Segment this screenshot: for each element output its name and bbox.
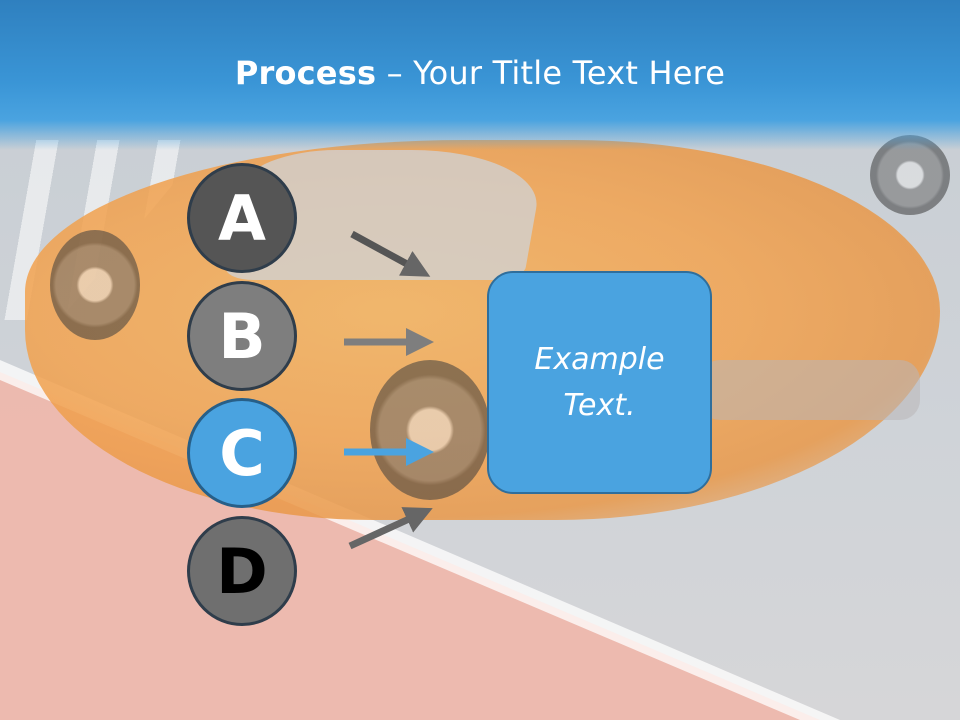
title-banner [0,0,960,150]
taxi-bumper [700,360,920,420]
step-b-letter: B [218,299,266,373]
step-c-letter: C [219,416,265,490]
step-d-circle[interactable]: D [187,516,297,626]
step-a-letter: A [218,181,266,255]
arrow-a [350,230,431,277]
taxi-wheel [370,360,490,500]
taxi-wheel [50,230,140,340]
step-d-letter: D [216,534,268,608]
title-bold: Process [234,54,377,92]
title-rest: – Your Title Text Here [376,54,726,92]
step-b-circle[interactable]: B [187,281,297,391]
example-text-box[interactable]: Example Text. [487,271,712,494]
slide-title[interactable]: Process – Your Title Text Here [0,54,960,92]
step-c-circle[interactable]: C [187,398,297,508]
step-a-circle[interactable]: A [187,163,297,273]
arrow-d [348,507,433,550]
example-text: Example Text. [534,341,665,423]
